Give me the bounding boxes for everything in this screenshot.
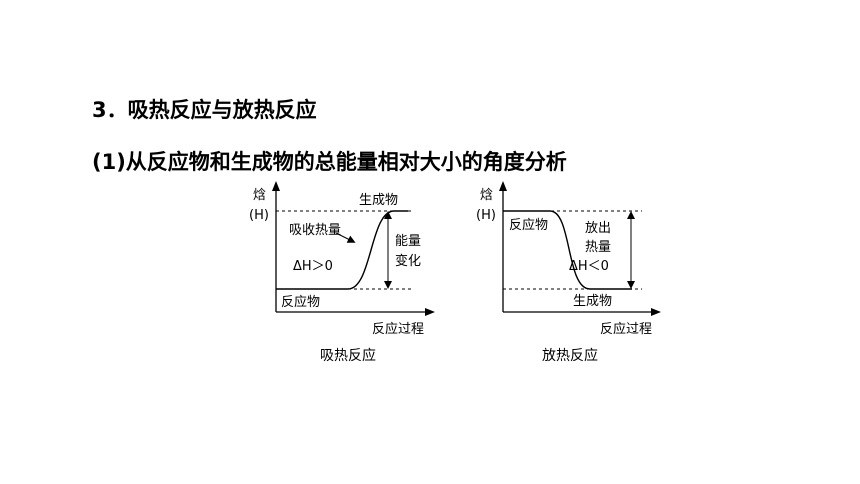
subsection-heading: (1)从反应物和生成物的总能量相对大小的角度分析 — [92, 150, 567, 174]
exo-process-label-1: 放出 — [585, 221, 611, 236]
endo-pointer — [335, 232, 356, 243]
exo-y-label-bottom: (H) — [476, 208, 496, 223]
endo-change-label-1: 能量 — [395, 234, 421, 249]
endo-high-label: 生成物 — [359, 193, 398, 208]
exo-curve — [503, 210, 632, 290]
exo-delta-label: ΔH＜0 — [569, 259, 609, 274]
endo-y-label-bottom: (H) — [249, 208, 269, 223]
exothermic-diagram: 焓 (H) 反应物 放出 热量 ΔH＜0 生成物 反应过程 放热反应 — [476, 181, 661, 364]
exo-process-label-2: 热量 — [585, 240, 611, 255]
exo-high-label: 反应物 — [509, 217, 548, 233]
endo-process-label: 吸收热量 — [289, 223, 341, 238]
exo-y-label-top: 焓 — [480, 187, 493, 203]
endo-x-label: 反应过程 — [372, 321, 424, 337]
endo-change-label-2: 变化 — [395, 253, 421, 269]
endo-delta-label: ΔH＞0 — [293, 259, 333, 274]
endo-low-label: 反应物 — [281, 294, 320, 310]
exo-caption: 放热反应 — [542, 347, 598, 364]
endo-caption: 吸热反应 — [320, 347, 376, 364]
endo-curve — [276, 210, 408, 290]
section-heading: 3．吸热反应与放热反应 — [92, 98, 317, 122]
endo-y-label-top: 焓 — [253, 187, 266, 203]
endothermic-diagram: 焓 (H) 生成物 吸收热量 ΔH＞0 能量 变化 反应物 反应过程 吸热反应 — [249, 181, 435, 364]
exo-low-label: 生成物 — [573, 294, 612, 309]
exo-x-label: 反应过程 — [600, 321, 652, 337]
